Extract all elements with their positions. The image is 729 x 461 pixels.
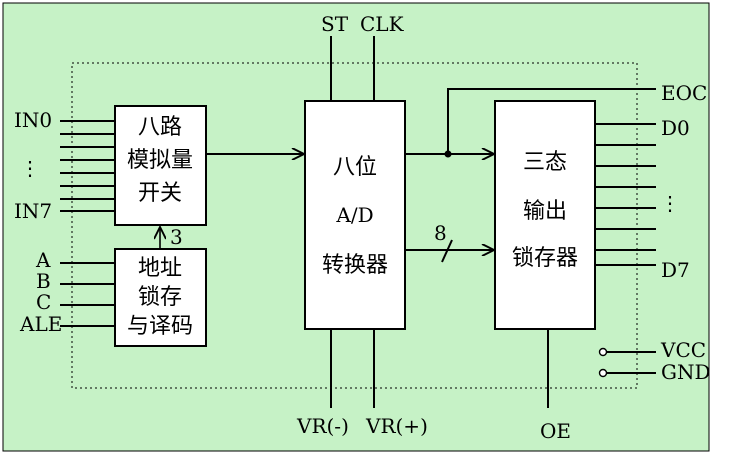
pin-oe-label: OE bbox=[540, 419, 571, 443]
pin-in-ellipsis: ⋮ bbox=[20, 156, 40, 180]
pin-b-label: B bbox=[36, 269, 51, 293]
latch-label-line2: 输出 bbox=[523, 199, 567, 224]
adc-block: 八位 A/D 转换器 bbox=[304, 100, 406, 330]
addr-label-line2: 锁存 bbox=[138, 285, 182, 310]
pin-eoc-label: EOC bbox=[661, 81, 707, 105]
address-input-lines bbox=[60, 262, 115, 327]
pin-gnd-label: GND bbox=[661, 360, 711, 384]
mux-label-line2: 模拟量 bbox=[127, 148, 193, 173]
pin-a-label: A bbox=[35, 248, 51, 272]
vcc-terminal bbox=[598, 347, 608, 357]
pin-clk-label: CLK bbox=[360, 12, 405, 36]
address-decoder-block: 地址 锁存 与译码 bbox=[114, 248, 207, 347]
data-bus-slash bbox=[441, 239, 453, 263]
mux-label-line3: 开关 bbox=[138, 181, 182, 206]
latch-label-line1: 三态 bbox=[523, 150, 567, 175]
pin-in7-label: IN7 bbox=[14, 199, 52, 223]
eoc-line bbox=[447, 88, 656, 154]
pin-vr-minus-label: VR(-) bbox=[296, 414, 349, 438]
data-output-lines bbox=[595, 123, 656, 266]
pin-vcc-label: VCC bbox=[660, 338, 706, 362]
pin-ale-label: ALE bbox=[19, 312, 62, 336]
latch-label-line3: 锁存器 bbox=[512, 246, 578, 271]
pin-c-label: C bbox=[36, 290, 51, 314]
adc-label-line3: 转换器 bbox=[322, 253, 388, 278]
addr-label-line1: 地址 bbox=[138, 256, 182, 281]
pin-in0-label: IN0 bbox=[14, 108, 52, 132]
output-latch-block: 三态 输出 锁存器 bbox=[494, 100, 596, 330]
data-bus-width-label: 8 bbox=[434, 221, 447, 245]
pin-vr-plus-label: VR(+) bbox=[365, 414, 428, 438]
pin-d-ellipsis: ⋮ bbox=[660, 191, 680, 215]
eoc-junction-dot bbox=[444, 150, 452, 158]
mux-label-line1: 八路 bbox=[138, 115, 182, 140]
addr-label-line3: 与译码 bbox=[127, 314, 193, 339]
gnd-terminal bbox=[598, 368, 608, 378]
analog-input-lines bbox=[60, 120, 115, 212]
pin-d7-label: D7 bbox=[661, 258, 690, 282]
adc-label-line1: 八位 bbox=[333, 155, 377, 180]
adc-label-line2: A/D bbox=[335, 203, 373, 227]
mux-block: 八路 模拟量 开关 bbox=[114, 105, 207, 226]
pin-d0-label: D0 bbox=[661, 116, 690, 140]
addr-bus-width-label: 3 bbox=[170, 225, 183, 249]
pin-st-label: ST bbox=[321, 12, 349, 36]
